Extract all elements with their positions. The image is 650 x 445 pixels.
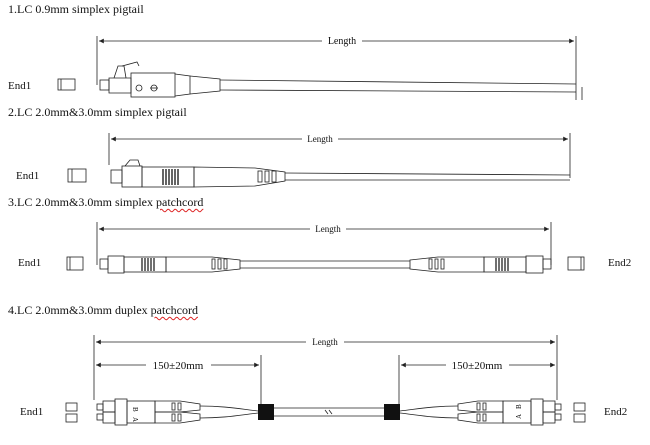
diagram-3-title-main: 3.LC 2.0mm&3.0mm simplex <box>8 195 157 209</box>
diagram-3-fiber-cable <box>240 260 410 269</box>
diagram-4-left-boot-icon <box>258 404 274 420</box>
diagram-2-end1-label: End1 <box>16 170 40 182</box>
diagram-4-right-dust-cap-icon <box>573 402 586 423</box>
diagram-1-end1-label: End1 <box>8 80 32 92</box>
diagram-4-trunk-cable <box>274 407 384 417</box>
diagram-4-right-mark-b: B <box>515 404 523 409</box>
diagram-3-left-lc-connector-icon <box>99 255 241 274</box>
diagram-3-left-dust-cap-icon <box>66 256 84 271</box>
diagram-4-left-breakout-dimension <box>96 355 262 405</box>
diagram-4-right-breakout-fibers <box>399 405 459 419</box>
diagram-3-end1-label: End1 <box>18 257 42 269</box>
diagram-4-left-breakout-fibers <box>199 405 259 419</box>
diagram-3-title: 3.LC 2.0mm&3.0mm simplex patchcord <box>8 195 203 210</box>
diagram-1-dust-cap-icon <box>57 78 76 91</box>
diagram-4-title-main: 4.LC 2.0mm&3.0mm duplex <box>8 303 151 317</box>
diagram-3-dimension-line <box>96 222 552 265</box>
diagram-3-end2-label: End2 <box>608 257 632 269</box>
diagram-4-left-mark-a: A <box>131 417 139 422</box>
diagram-4-right-mark-a: A <box>515 414 523 419</box>
diagram-4-title: 4.LC 2.0mm&3.0mm duplex patchcord <box>8 303 198 318</box>
diagram-2-dust-cap-icon <box>67 168 87 183</box>
diagram-4-end1-label: End1 <box>20 406 44 418</box>
diagram-4-right-breakout-label: 150±20mm <box>452 360 503 372</box>
diagram-4-length-label: Length <box>312 337 338 347</box>
diagram-4-right-breakout-dimension <box>398 355 555 405</box>
diagram-3-right-lc-connector-icon <box>409 255 552 274</box>
diagram-1-length-label: Length <box>328 36 356 47</box>
diagram-4-right-boot-icon <box>384 404 400 420</box>
diagram-4-left-mark-b: B <box>131 407 139 412</box>
diagram-1-title: 1.LC 0.9mm simplex pigtail <box>8 2 144 16</box>
diagram-2-length-label: Length <box>307 134 333 144</box>
diagram-4-end2-label: End2 <box>604 406 628 418</box>
diagram-4-left-dust-cap-icon <box>65 402 78 423</box>
diagram-3-length-label: Length <box>315 224 341 234</box>
diagram-4-left-duplex-connector-icon <box>96 398 201 426</box>
diagram-4-overall-dimension-line <box>93 335 558 400</box>
diagram-4-left-breakout-label: 150±20mm <box>153 360 204 372</box>
diagram-2-lc-connector-icon <box>110 159 286 188</box>
diagram-1-fiber-cable <box>219 79 583 100</box>
diagram-4-title-tail: patchcord <box>150 303 198 317</box>
diagram-2-fiber-cable <box>284 172 571 181</box>
diagram-1-lc-connector-icon <box>99 61 221 98</box>
diagram-3-title-tail: patchcord <box>156 195 204 209</box>
diagram-2-dimension-line <box>108 133 571 178</box>
diagram-3-right-dust-cap-icon <box>567 256 585 271</box>
diagram-2-title: 2.LC 2.0mm&3.0mm simplex pigtail <box>8 105 187 119</box>
diagram-1-dimension-line <box>96 36 577 100</box>
diagram-4-right-duplex-connector-icon <box>457 398 562 426</box>
